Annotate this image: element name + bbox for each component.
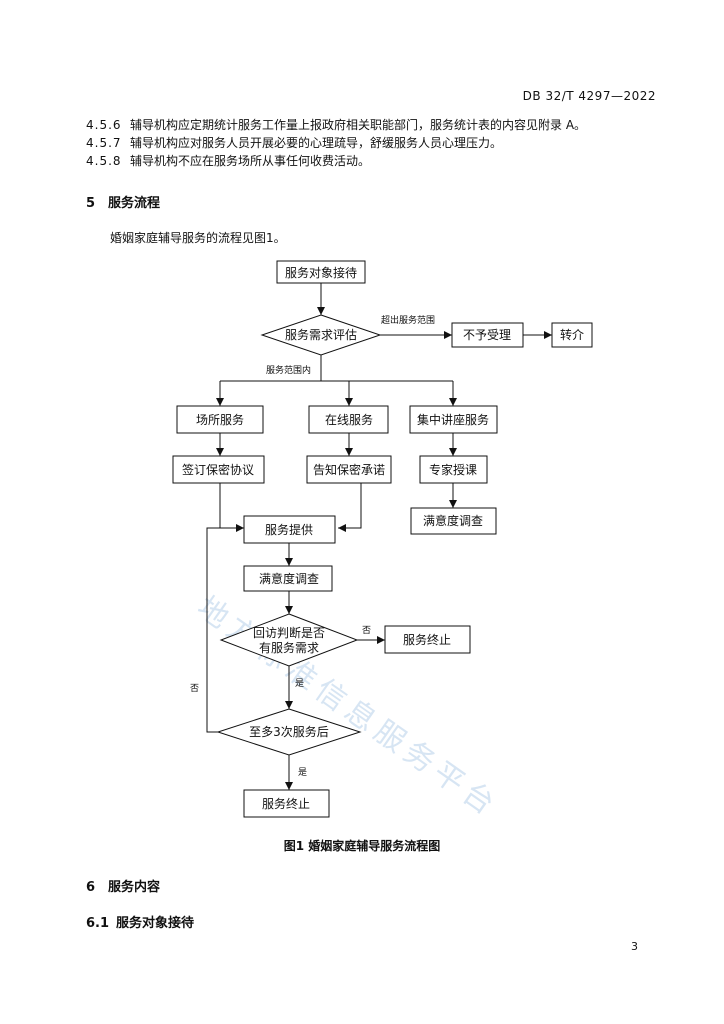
section-6-heading: 6 服务内容	[86, 876, 160, 895]
clause-number: 4.5.7	[86, 136, 122, 150]
label-yes-1: 是	[295, 678, 304, 689]
section-number: 6	[86, 880, 96, 895]
node-expert-lecture: 专家授课	[429, 462, 477, 477]
section-number: 6.1	[86, 916, 110, 931]
label-out-of-scope: 超出服务范围	[381, 314, 435, 326]
node-reception: 服务对象接待	[285, 265, 357, 280]
section-title: 服务流程	[108, 196, 161, 211]
figure-caption: 图1 婚姻家庭辅导服务流程图	[283, 839, 441, 853]
clause-text: 辅导机构应定期统计服务工作量上报政府相关职能部门，服务统计表的内容见附录 A。	[130, 118, 587, 132]
node-satisfaction-survey: 满意度调查	[259, 571, 319, 586]
section-title: 服务内容	[108, 880, 161, 895]
node-confidentiality-notice: 告知保密承诺	[313, 462, 385, 477]
node-needs-assessment: 服务需求评估	[285, 327, 357, 342]
clause-4-5-7: 4.5.7 辅导机构应对服务人员开展必要的心理疏导，舒缓服务人员心理压力。	[86, 134, 502, 152]
section-6-1-heading: 6.1 服务对象接待	[86, 912, 194, 931]
node-followup-line2: 有服务需求	[259, 640, 319, 655]
node-max-three-services: 至多3次服务后	[249, 724, 329, 739]
node-onsite-service: 场所服务	[196, 412, 244, 427]
intro-text: 婚姻家庭辅导服务的流程见图1。	[110, 231, 286, 245]
node-lecture-service: 集中讲座服务	[417, 412, 489, 427]
node-sign-agreement: 签订保密协议	[182, 462, 254, 477]
node-lecture-satisfaction-survey: 满意度调查	[423, 513, 483, 528]
document-id: DB 32/T 4297—2022	[522, 89, 656, 103]
page-number: 3	[631, 940, 638, 953]
clause-number: 4.5.6	[86, 118, 122, 132]
section-title: 服务对象接待	[116, 916, 195, 931]
section-5-heading: 5 服务流程	[86, 192, 160, 211]
clause-number: 4.5.8	[86, 154, 122, 168]
node-not-accepted: 不予受理	[463, 328, 511, 342]
node-service-provision: 服务提供	[265, 522, 313, 537]
label-in-scope: 服务范围内	[266, 364, 311, 376]
section-number: 5	[86, 196, 96, 211]
label-no-2: 否	[190, 683, 199, 694]
label-no-1: 否	[362, 625, 371, 636]
clause-4-5-8: 4.5.8 辅导机构不应在服务场所从事任何收费活动。	[86, 152, 370, 170]
clause-text: 辅导机构应对服务人员开展必要的心理疏导，舒缓服务人员心理压力。	[130, 136, 503, 150]
node-service-end-1: 服务终止	[403, 632, 451, 647]
node-service-end-2: 服务终止	[262, 796, 310, 811]
clause-4-5-6: 4.5.6 辅导机构应定期统计服务工作量上报政府相关职能部门，服务统计表的内容见附…	[86, 116, 586, 134]
watermark-text: 地方标准信息服务平台	[190, 590, 505, 825]
clause-text: 辅导机构不应在服务场所从事任何收费活动。	[130, 154, 371, 168]
node-referral: 转介	[560, 327, 584, 342]
node-followup-line1: 回访判断是否	[253, 625, 325, 640]
node-online-service: 在线服务	[325, 412, 373, 427]
label-yes-2: 是	[298, 767, 307, 778]
